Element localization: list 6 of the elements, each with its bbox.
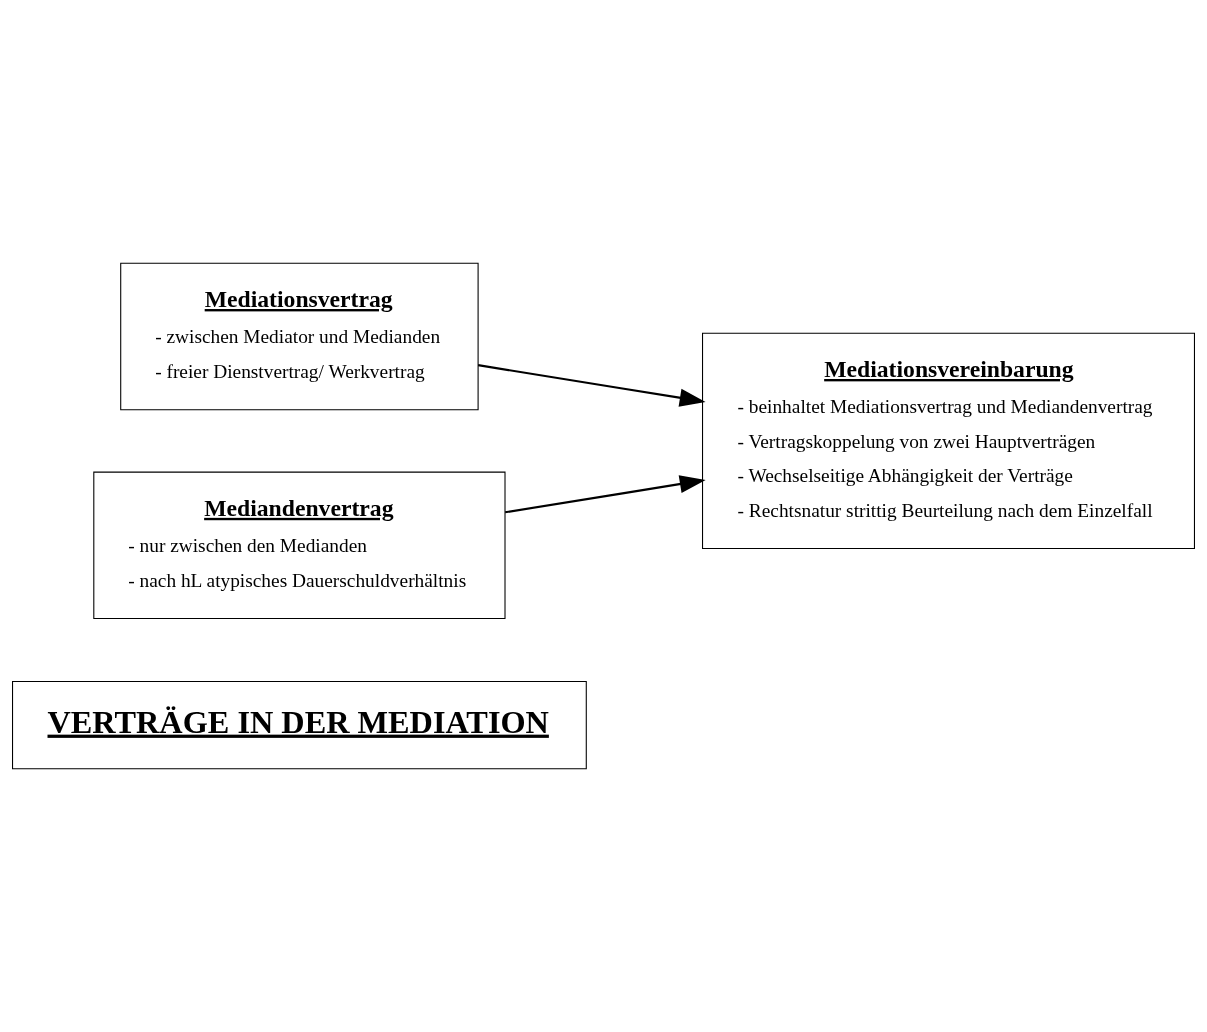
node-box: Mediationsvertrag - zwischen Mediator und Medianden - freier Dienstvertrag/ Werkvertrag (120, 262, 479, 411)
arrow (505, 475, 706, 514)
node-box: Mediandenvertrag - nur zwischen den Medianden - nach hL atypisches Dauerschuldverhältnis (93, 471, 506, 620)
node-box: Mediationsvereinbarung - beinhaltet Mediationsvertrag und Mediandenvertrag - Vertragskoppelung von zwei Hauptverträgen - Wechselseitige Abhängigkeit der Verträge - Rechtsnatur strittig Beurteilung nach dem Einzelfall (702, 332, 1195, 550)
arrow (477, 364, 706, 407)
node-box: VERTRÄGE IN DER MEDIATION (12, 680, 587, 770)
